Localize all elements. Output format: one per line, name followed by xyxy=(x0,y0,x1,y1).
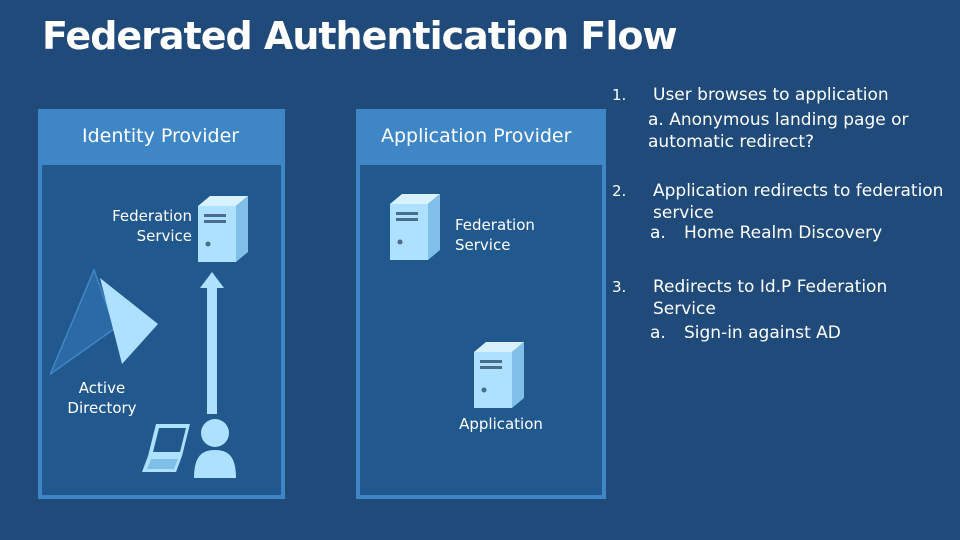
step-sub-letter: a. xyxy=(650,323,666,343)
idp-server-icon xyxy=(198,196,248,262)
step-text: User browses to application xyxy=(653,85,889,105)
application-server-icon xyxy=(474,342,524,408)
application-provider-title: Application Provider xyxy=(381,125,572,147)
step-subtext: Sign-in against AD xyxy=(684,323,841,343)
application-provider-panel xyxy=(356,109,606,499)
step-text: Application redirects to federation serv… xyxy=(653,181,944,223)
user-icon xyxy=(194,419,236,478)
application-label: Application xyxy=(459,415,543,433)
step-number: 1. xyxy=(612,86,627,104)
identity-provider-title: Identity Provider xyxy=(82,125,240,147)
step-subtext: a. Anonymous landing page or automatic r… xyxy=(648,110,909,152)
ap-federation-service-label: Federation Service xyxy=(455,216,535,254)
slide-title: Federated Authentication Flow xyxy=(42,14,678,58)
idp-federation-service-label: Federation Service xyxy=(112,207,192,245)
active-directory-icon xyxy=(50,268,158,376)
step-text: Redirects to Id.P Federation Service xyxy=(653,277,888,319)
laptop-icon xyxy=(142,424,190,472)
up-arrow-icon xyxy=(200,272,224,414)
ap-server-icon xyxy=(390,194,440,260)
step-number: 2. xyxy=(612,182,627,200)
active-directory-label: Active Directory xyxy=(67,379,137,417)
step-subtext: Home Realm Discovery xyxy=(684,223,883,243)
step-sub-letter: a. xyxy=(650,223,666,243)
step-number: 3. xyxy=(612,278,627,296)
